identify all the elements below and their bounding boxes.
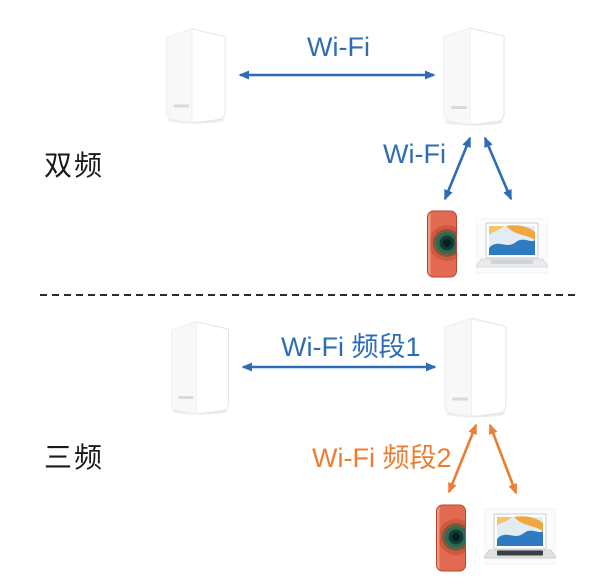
dual-band-client-label: Wi-Fi: [383, 139, 446, 169]
phone-icon: [436, 504, 466, 572]
laptop-icon: [476, 218, 548, 274]
phone-icon: [427, 210, 457, 278]
dualband-client-arrow-laptop: [483, 136, 513, 201]
tri-band-label: 三频: [44, 442, 105, 473]
triband-client-arrow-laptop: [488, 423, 518, 495]
laptop-icon: [484, 508, 556, 565]
dual-band-label: 双频: [44, 150, 105, 181]
router-icon: [444, 317, 507, 418]
router-icon: [443, 27, 505, 126]
tri-band-backhaul-label: Wi-Fi 频段1: [281, 332, 421, 362]
dualband-client-arrow-phone: [443, 136, 472, 201]
triband-client-arrow-phone: [447, 423, 478, 494]
router-icon: [170, 321, 230, 415]
tri-band-client-label: Wi-Fi 频段2: [312, 443, 452, 473]
dual-band-backhaul-label: Wi-Fi: [307, 32, 370, 62]
router-icon: [166, 28, 226, 124]
